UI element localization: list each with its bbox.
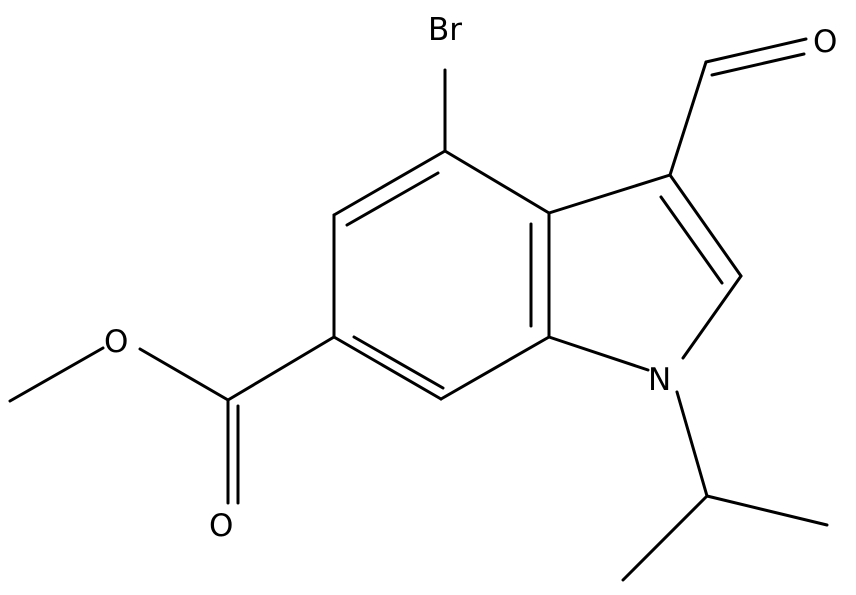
bond-ch-me2 (621, 494, 709, 582)
bond-n1-c7a (547, 335, 650, 372)
bond-c6-c7-inner (352, 335, 445, 390)
atom-label-ring-nitrogen: N (648, 362, 671, 398)
bond-o-ether-me (8, 346, 105, 403)
bond-c3a-c4 (443, 149, 551, 215)
bond-ch-me1 (705, 494, 829, 527)
bond-cester-o-ether (138, 347, 230, 402)
bond-c6-cester (226, 335, 336, 402)
bond-c3a-c3 (547, 173, 672, 215)
bond-c6-c7 (332, 335, 443, 401)
bond-c3-cho (668, 60, 708, 177)
bond-c3-c2-inner (659, 195, 724, 285)
bond-c3-c2 (668, 173, 743, 278)
bond-c4-c5 (332, 149, 447, 217)
bond-n1-ch (675, 390, 709, 498)
bond-c7-c7a (439, 335, 551, 401)
bond-cho-o (704, 37, 808, 64)
atom-label-aldehyde-oxygen: O (813, 24, 837, 60)
bond-c2-n1 (681, 274, 743, 360)
bond-cho-o-inner (710, 52, 806, 77)
bond-c4-c5-inner (345, 171, 440, 227)
atom-label-ester-ether-oxygen: O (104, 324, 128, 360)
atom-label-ester-carbonyl-oxygen: O (209, 508, 233, 544)
atom-label-bromine: Br (428, 12, 462, 48)
